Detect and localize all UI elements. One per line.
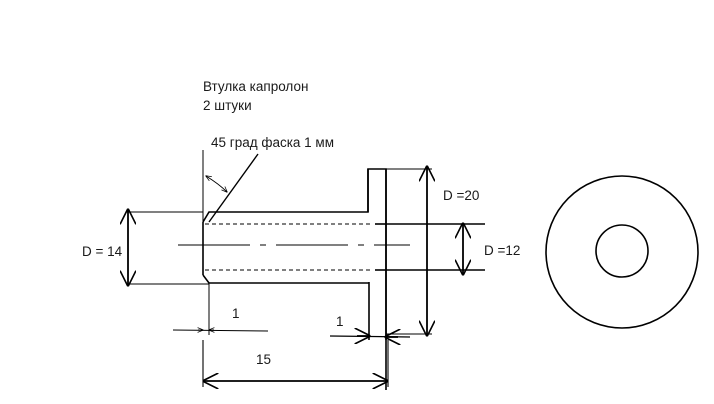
- label-inner-diameter: D =12: [484, 243, 521, 258]
- dim-diameter-20: [386, 167, 432, 335]
- chamfer-annotation: [202, 150, 259, 223]
- label-flange-diameter: D =20: [443, 188, 480, 203]
- label-total-length: 15: [256, 352, 272, 367]
- dim-diameter-14: [127, 210, 209, 285]
- label-flange-thickness: 1: [336, 314, 344, 329]
- bushing-side-view: [202, 168, 485, 390]
- dim-flange-thickness: [329, 336, 411, 337]
- bushing-end-view: [545, 175, 699, 329]
- inner-circle: [595, 224, 649, 278]
- title-line-1: Втулка капролон: [203, 79, 309, 94]
- label-outer-diameter: D = 14: [82, 244, 123, 259]
- body-top-outline: [202, 168, 387, 390]
- label-chamfer-width: 1: [232, 306, 240, 321]
- dim-chamfer-width: [172, 283, 269, 335]
- title-line-2: 2 штуки: [203, 98, 252, 113]
- chamfer-note: 45 град фаска 1 мм: [211, 135, 334, 150]
- outer-circle: [545, 175, 699, 329]
- dim-total-length: [203, 340, 388, 387]
- chamfer-bottom: [202, 274, 210, 284]
- hidden-lines: [178, 223, 410, 271]
